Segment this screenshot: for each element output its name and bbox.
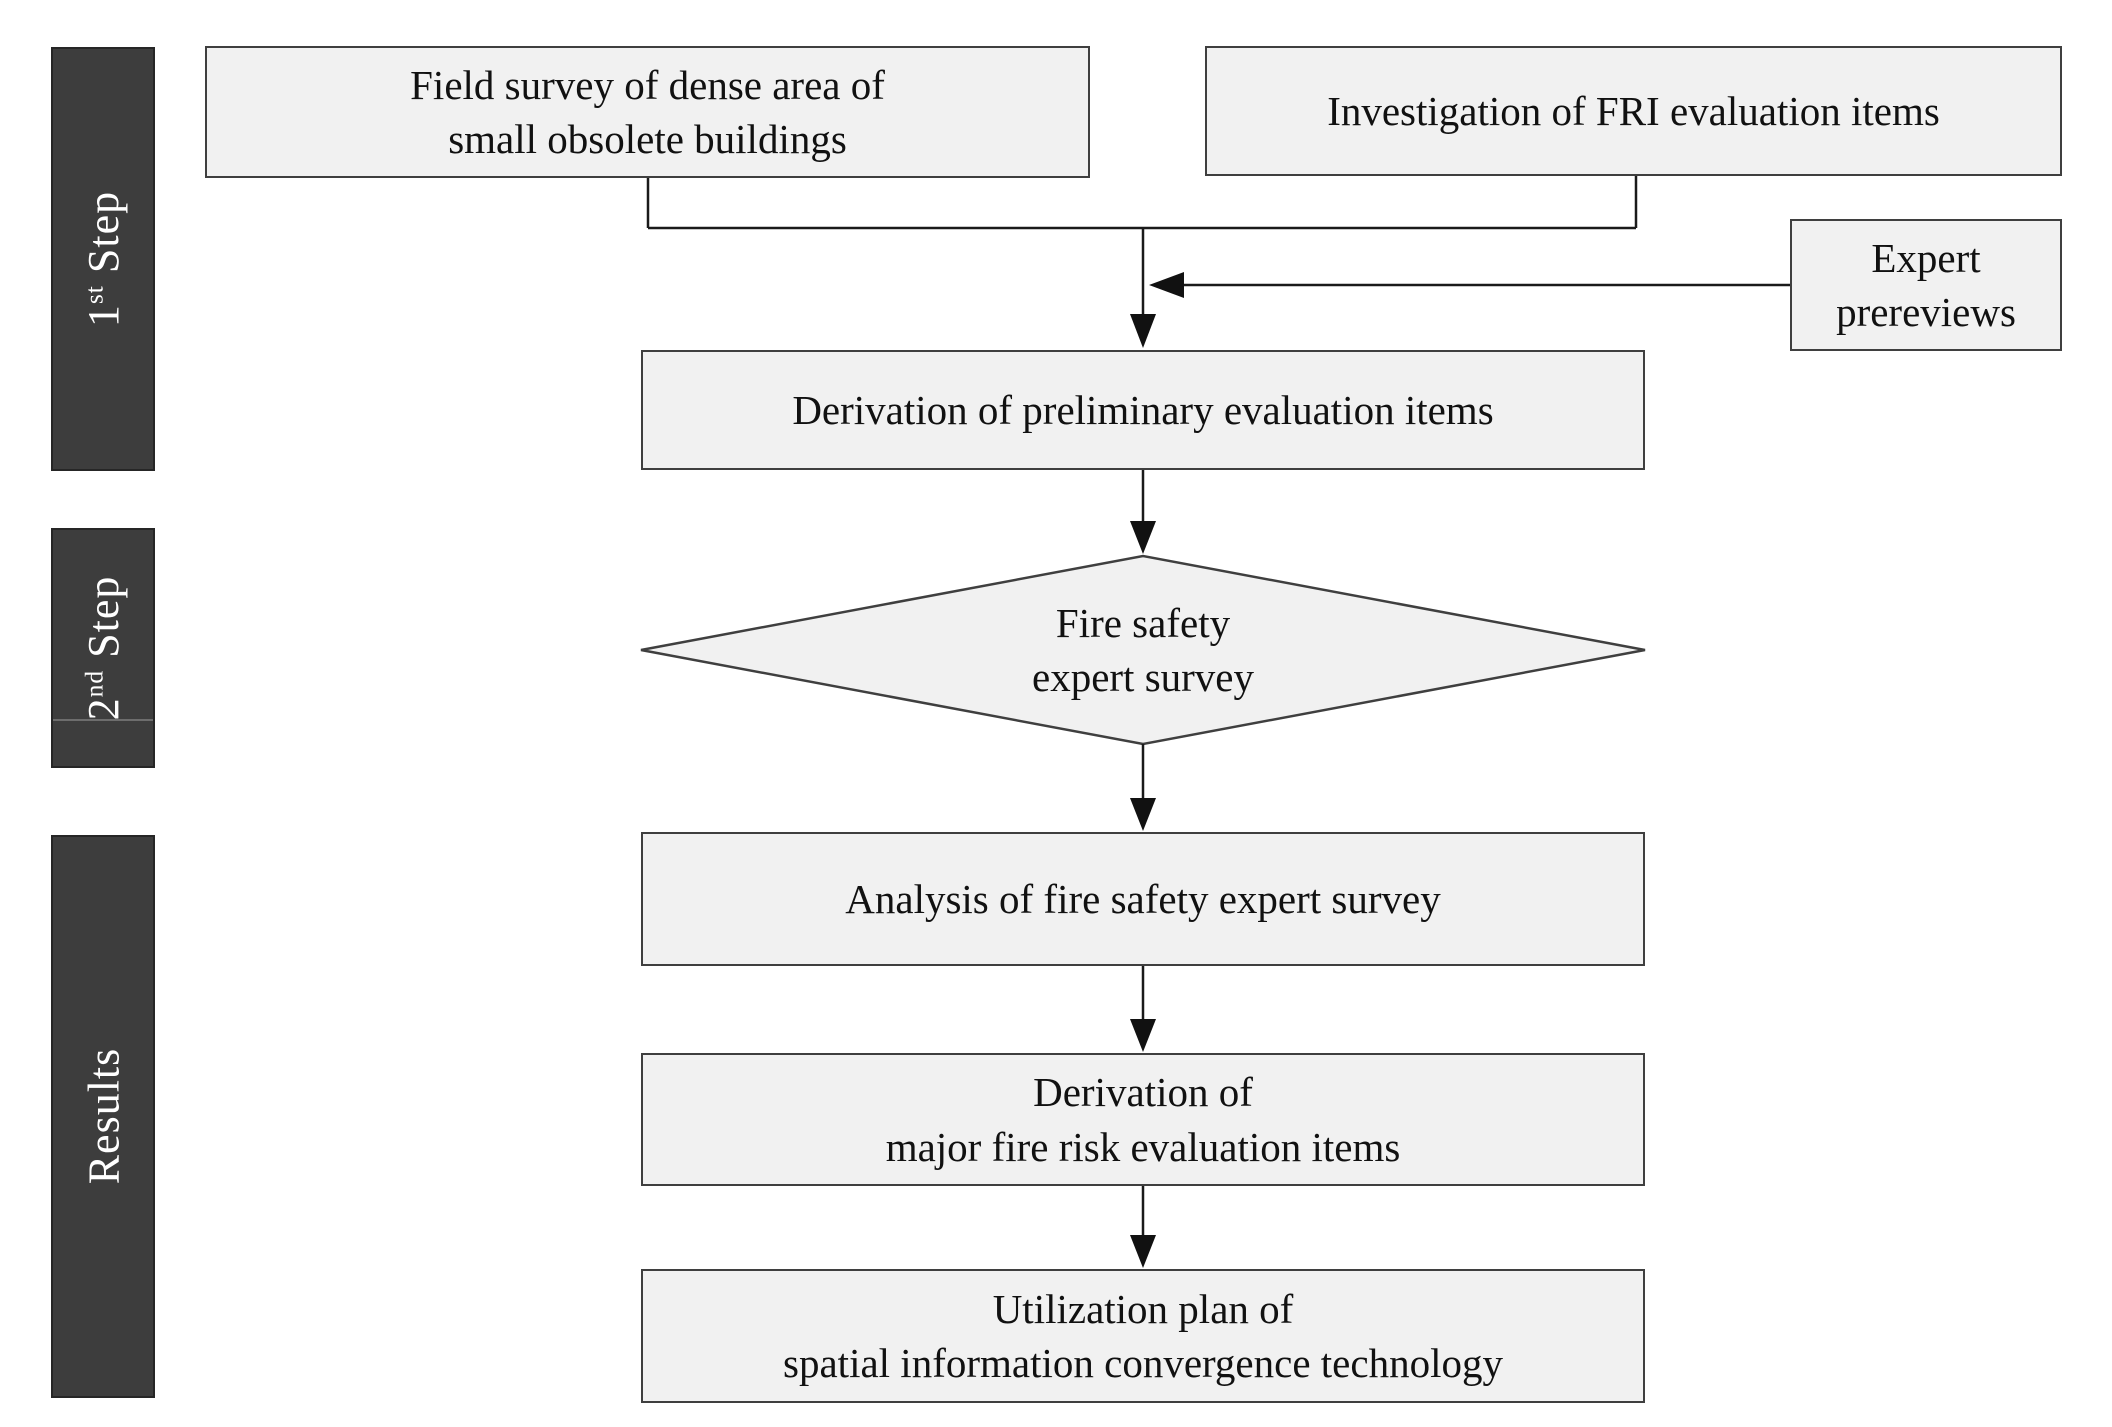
step-label-text: 2: [78, 697, 128, 721]
step-bar-1st-step: [51, 47, 155, 471]
step-label-results: Results: [52, 835, 156, 1398]
node-label-line: Field survey of dense area of: [410, 61, 885, 108]
step-label-text: 1: [78, 304, 128, 328]
node-analysis-survey: Analysis of fire safety expert survey: [641, 832, 1645, 966]
node-label-line: Derivation of preliminary evaluation ite…: [792, 386, 1494, 433]
arrowhead-expert-left: [1149, 272, 1184, 298]
arrowhead-into-diamond: [1130, 521, 1156, 554]
node-label-line: Expert: [1871, 234, 1981, 281]
step-bar-results: [51, 835, 155, 1398]
node-label-line: Utilization plan of: [992, 1285, 1294, 1332]
step-label-superscript: st: [78, 285, 108, 305]
node-derivation-major: Derivation of major fire risk evaluation…: [641, 1053, 1645, 1186]
node-investigation-fri: Investigation of FRI evaluation items: [1205, 46, 2062, 176]
node-label-line: major fire risk evaluation items: [885, 1123, 1401, 1170]
step-label-text: Results: [79, 1047, 128, 1185]
step-label-superscript: nd: [78, 669, 108, 698]
node-derivation-preliminary: Derivation of preliminary evaluation ite…: [641, 350, 1645, 470]
node-label-line: Analysis of fire safety expert survey: [845, 875, 1441, 922]
step-bar-divider-line: [53, 719, 153, 721]
arrowhead-into-derivation-major: [1130, 1019, 1156, 1052]
node-label-line: small obsolete buildings: [448, 116, 847, 162]
arrowhead-into-derivation-preliminary: [1130, 314, 1156, 348]
node-label-line: prereviews: [1836, 289, 2016, 335]
node-utilization-plan: Utilization plan of spatial information …: [641, 1269, 1645, 1403]
step-label-text: Step: [78, 575, 128, 670]
step-label-text: Step: [78, 190, 128, 286]
node-label-line: expert survey: [1032, 654, 1254, 700]
node-fire-safety-expert-survey-label: Fire safety expert survey: [641, 556, 1645, 744]
node-label-line: spatial information convergence technolo…: [783, 1340, 1503, 1386]
step-bar-2nd-step: [51, 528, 155, 768]
node-expert-prereviews: Expert prereviews: [1790, 219, 2062, 351]
step-label-2nd-step: 2nd Step: [51, 528, 155, 768]
diamond-fire-safety-expert-survey: [640, 554, 1646, 746]
arrowhead-into-analysis: [1130, 798, 1156, 831]
node-label-line: Fire safety: [1055, 599, 1231, 646]
step-label-1st-step: 1st Step: [51, 47, 155, 471]
node-label-line: Investigation of FRI evaluation items: [1327, 87, 1940, 134]
node-field-survey: Field survey of dense area of small obso…: [205, 46, 1090, 178]
arrowhead-into-utilization: [1130, 1235, 1156, 1268]
node-label-line: Derivation of: [1033, 1069, 1253, 1116]
